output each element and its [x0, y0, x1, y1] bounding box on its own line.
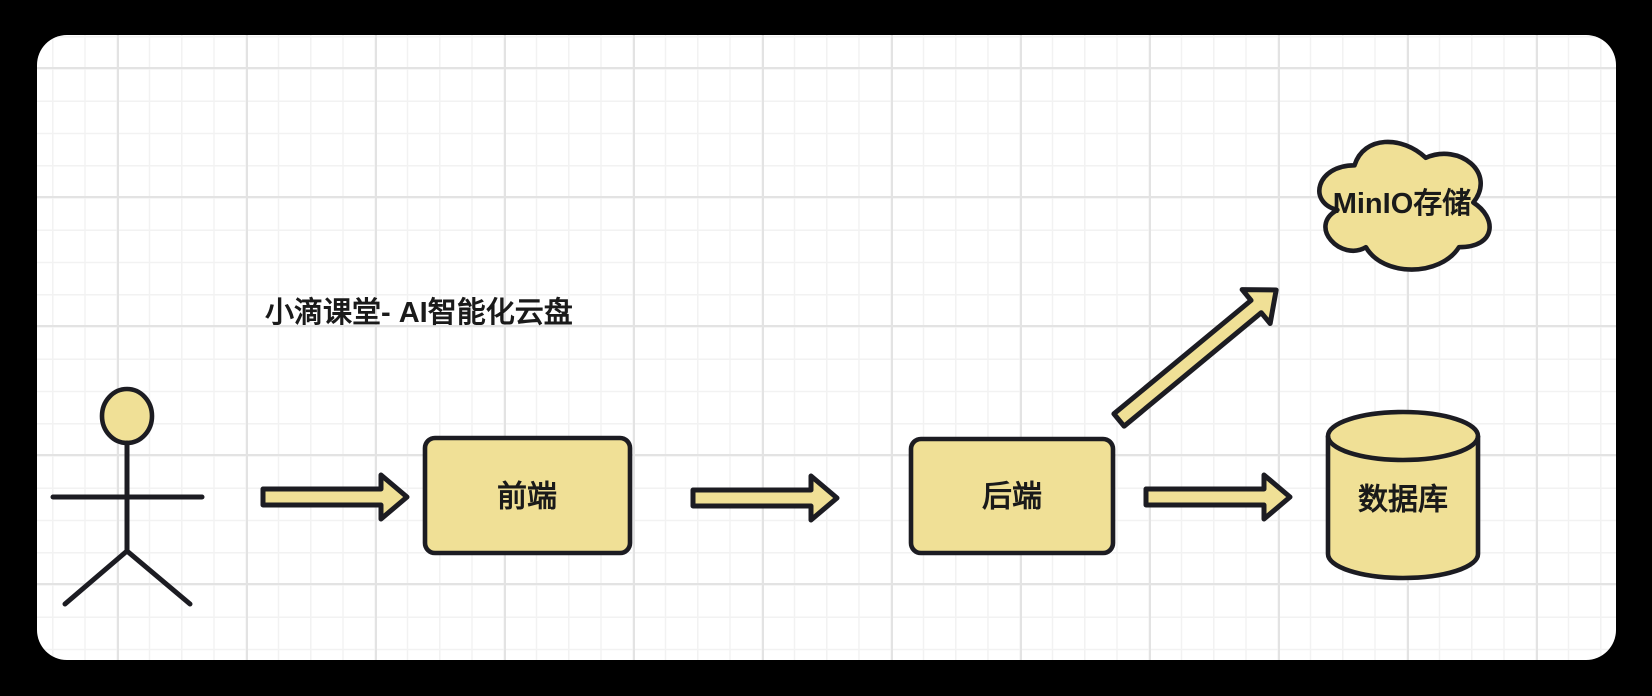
node-backend: 后端	[908, 436, 1116, 556]
node-database: 数据库	[1325, 409, 1481, 581]
backend-label: 后端	[982, 481, 1042, 514]
node-frontend: 前端	[422, 435, 633, 556]
storage-label: MinIO存储	[1333, 187, 1472, 220]
backend-box	[908, 436, 1116, 556]
database-cylinder	[1325, 409, 1481, 581]
node-storage: MinIO存储	[1317, 139, 1492, 272]
diagram-canvas	[37, 35, 1616, 660]
arrow-frontend-to-backend	[690, 473, 840, 523]
diagram-title: 小滴课堂- AI智能化云盘	[265, 295, 573, 329]
actor-legs	[62, 548, 193, 607]
storage-cloud	[1317, 139, 1492, 272]
arrow-user-to-frontend	[260, 472, 410, 522]
database-label: 数据库	[1358, 484, 1448, 517]
frontend-label: 前端	[497, 481, 557, 514]
node-actor	[50, 386, 205, 607]
frontend-box	[422, 435, 633, 556]
database-cylinder-lid	[1325, 435, 1481, 463]
arrow-backend-to-database	[1143, 472, 1293, 522]
actor-head	[99, 386, 155, 446]
arrow-backend-to-storage	[1111, 287, 1279, 429]
